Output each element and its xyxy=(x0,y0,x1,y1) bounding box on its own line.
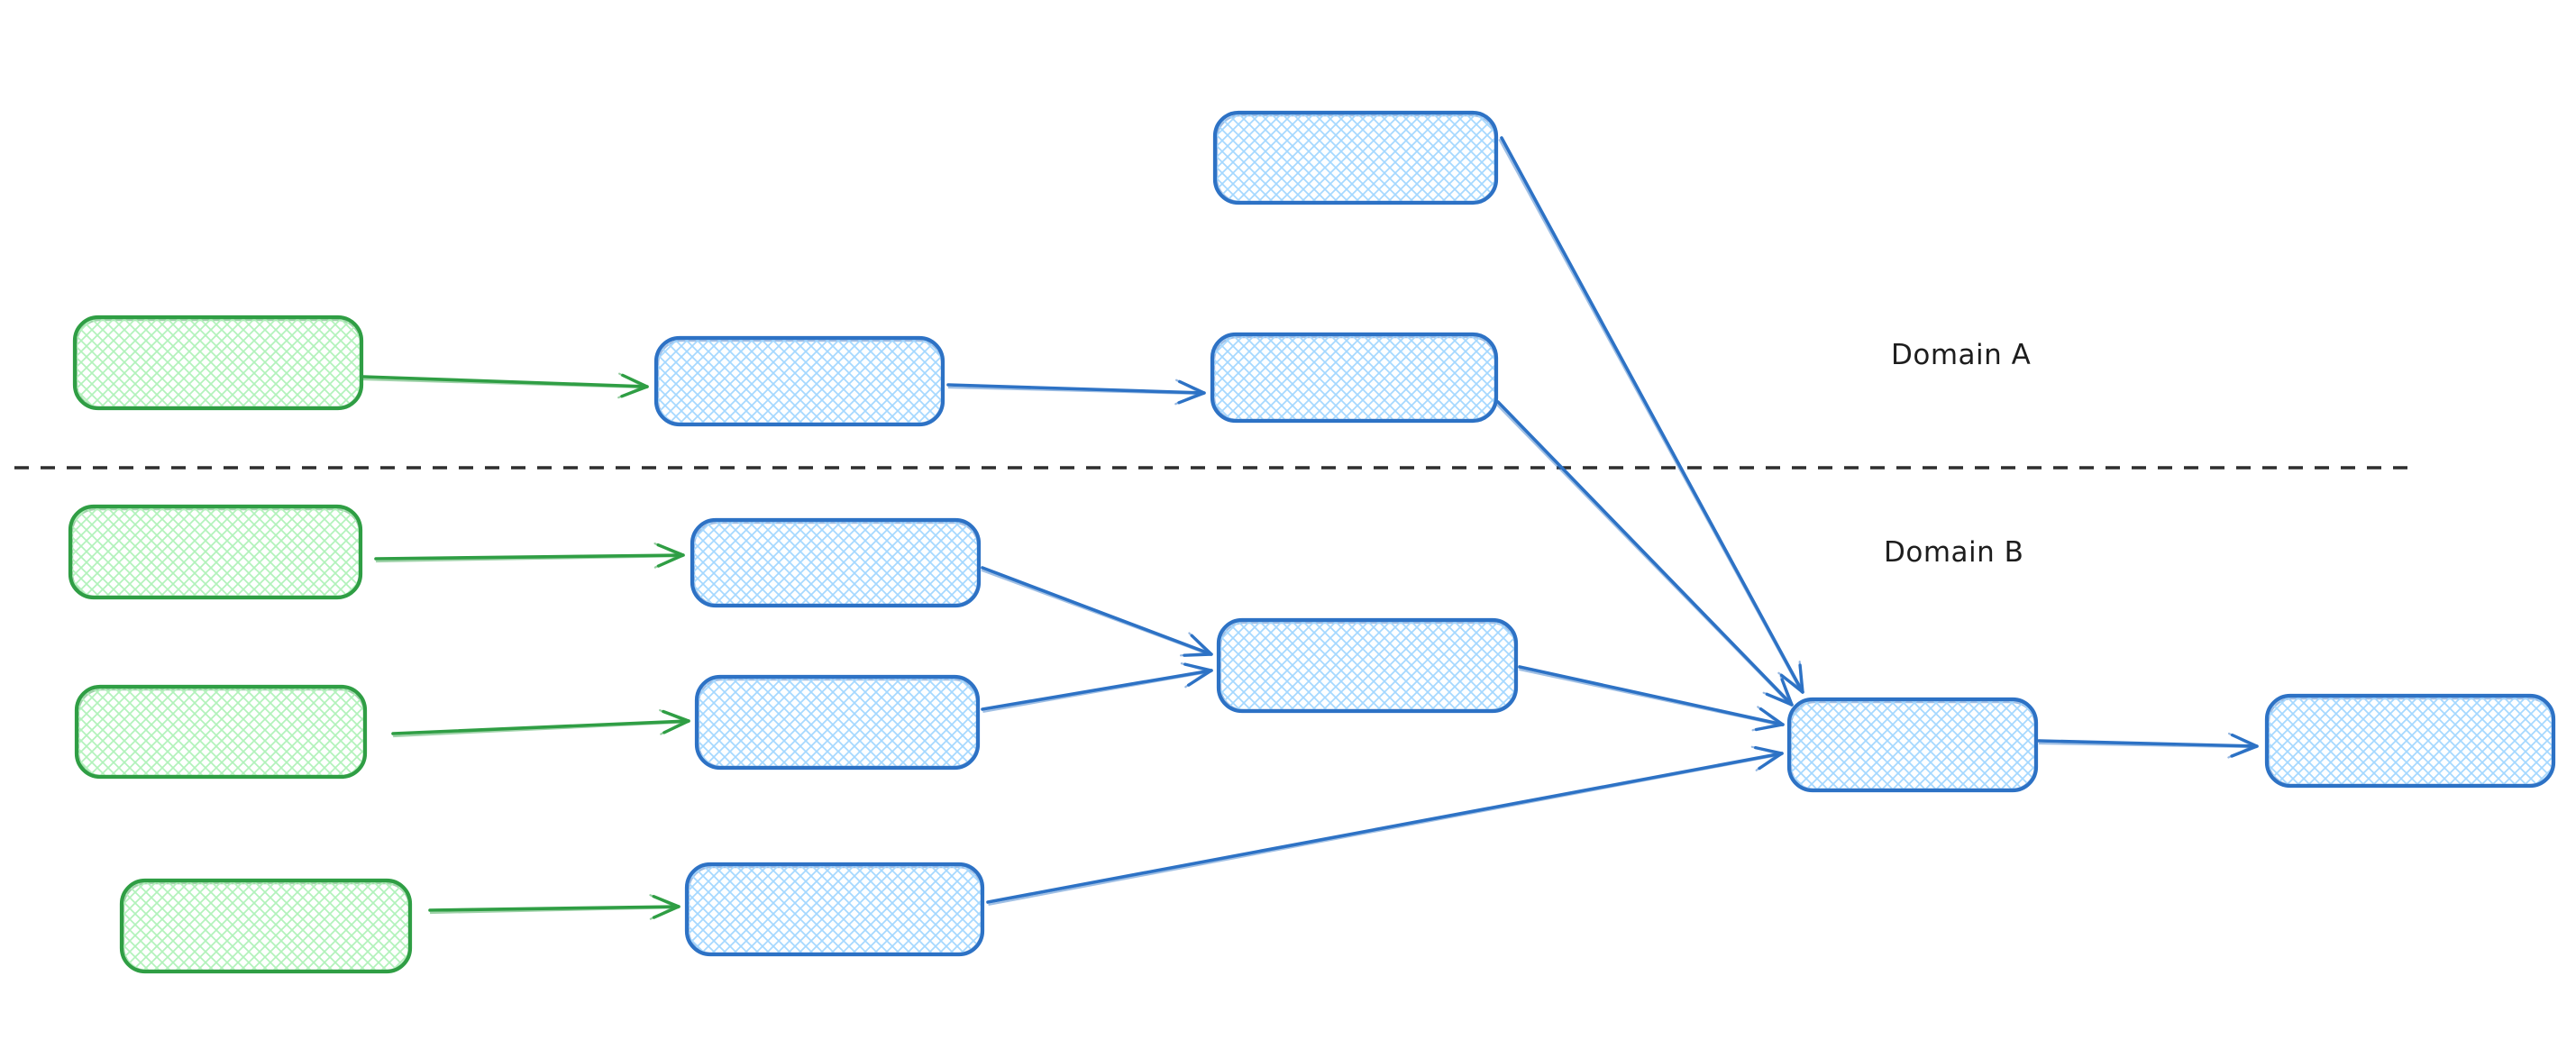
node-domain-a-step-1[interactable] xyxy=(653,335,945,427)
node-box xyxy=(1216,617,1519,714)
node-domain-b-source-3[interactable] xyxy=(119,878,413,974)
arrow-head xyxy=(1174,379,1202,406)
node-domain-b-merge[interactable] xyxy=(1216,617,1519,714)
arrow-head xyxy=(2227,732,2255,759)
arrow-domain-a-step-2-to-sink[interactable] xyxy=(1495,400,1794,707)
arrow-domain-b-source-2-to-domain-b-step-2[interactable] xyxy=(391,709,690,738)
node-box xyxy=(2264,693,2556,789)
arrow-domain-b-source-1-to-domain-b-step-1[interactable] xyxy=(374,543,685,569)
arrow-domain-b-step-1-to-domain-b-merge[interactable] xyxy=(981,566,1213,657)
node-box xyxy=(1786,697,2039,793)
node-domain-b-source-1[interactable] xyxy=(68,504,363,600)
arrow-head xyxy=(1750,745,1780,771)
arrow-line xyxy=(2037,739,2259,748)
arrow-domain-b-step-3-to-sink[interactable] xyxy=(986,745,1784,907)
arrow-line xyxy=(986,752,1784,904)
arrow-domain-a-top-to-sink[interactable] xyxy=(1498,136,1804,694)
node-domain-b-step-2[interactable] xyxy=(694,674,981,771)
node-box xyxy=(72,315,364,411)
node-domain-b-source-2[interactable] xyxy=(74,684,368,780)
node-domain-a-top[interactable] xyxy=(1212,110,1499,205)
arrow-domain-b-step-2-to-domain-b-merge[interactable] xyxy=(981,662,1213,714)
arrow-head xyxy=(653,543,681,569)
node-domain-a-source[interactable] xyxy=(72,315,364,411)
arrow-line xyxy=(391,719,690,735)
arrow-domain-b-merge-to-sink[interactable] xyxy=(1518,665,1785,732)
node-domain-a-step-2[interactable] xyxy=(1210,332,1499,424)
arrow-head xyxy=(1777,661,1803,690)
arrow-line xyxy=(1518,665,1785,726)
arrow-line xyxy=(981,566,1213,656)
arrow-line xyxy=(1500,136,1804,694)
arrow-sink-to-output[interactable] xyxy=(2037,732,2259,759)
node-domain-b-step-1[interactable] xyxy=(690,517,982,608)
arrow-head xyxy=(649,894,677,920)
arrow-head xyxy=(1751,706,1781,732)
node-domain-b-step-3[interactable] xyxy=(684,862,985,957)
node-box xyxy=(119,878,413,974)
arrow-head xyxy=(1762,675,1791,704)
node-box xyxy=(74,684,368,780)
arrow-head xyxy=(1179,632,1210,657)
node-box xyxy=(68,504,363,600)
arrow-line xyxy=(374,553,685,561)
domain-a-label[interactable]: Domain A xyxy=(1891,339,2031,371)
node-sink[interactable] xyxy=(1786,697,2039,793)
node-box xyxy=(1212,110,1499,205)
node-output[interactable] xyxy=(2264,693,2556,789)
node-box xyxy=(653,335,945,427)
node-box xyxy=(694,674,981,771)
arrow-domain-b-source-3-to-domain-b-step-3[interactable] xyxy=(428,894,681,920)
arrow-head xyxy=(1180,662,1210,689)
node-box xyxy=(1210,332,1499,424)
arrow-head xyxy=(659,709,687,735)
domain-b-label[interactable]: Domain B xyxy=(1884,536,2023,569)
arrow-domain-a-step-1-to-domain-a-step-2[interactable] xyxy=(946,379,1206,406)
arrow-head xyxy=(617,372,645,399)
arrow-line xyxy=(1496,400,1794,707)
arrow-line xyxy=(428,905,681,912)
arrow-line xyxy=(981,669,1213,711)
arrow-domain-a-source-to-domain-a-step-1[interactable] xyxy=(361,372,649,399)
arrow-line xyxy=(361,375,649,388)
arrow-line xyxy=(946,383,1206,395)
node-box xyxy=(690,517,982,608)
node-box xyxy=(684,862,985,957)
